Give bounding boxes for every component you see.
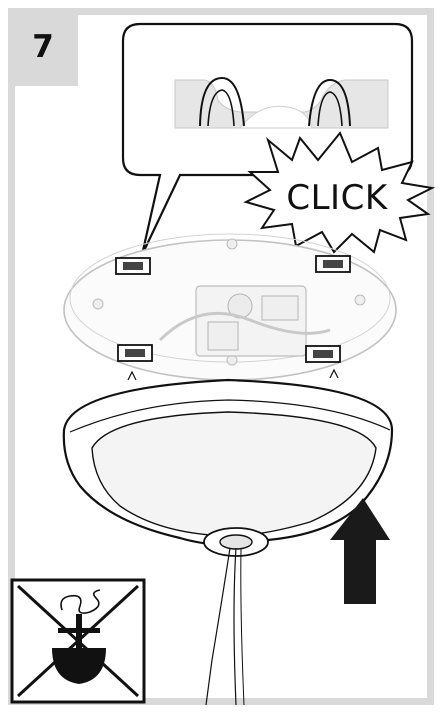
mount-clip <box>116 258 150 274</box>
mount-clip <box>316 256 350 272</box>
mount-clip <box>118 345 152 361</box>
no-hanging-by-cable-icon <box>12 580 144 702</box>
ceiling-base-plate <box>64 234 396 380</box>
mount-clip <box>306 346 340 362</box>
click-label: CLICK <box>286 178 388 218</box>
